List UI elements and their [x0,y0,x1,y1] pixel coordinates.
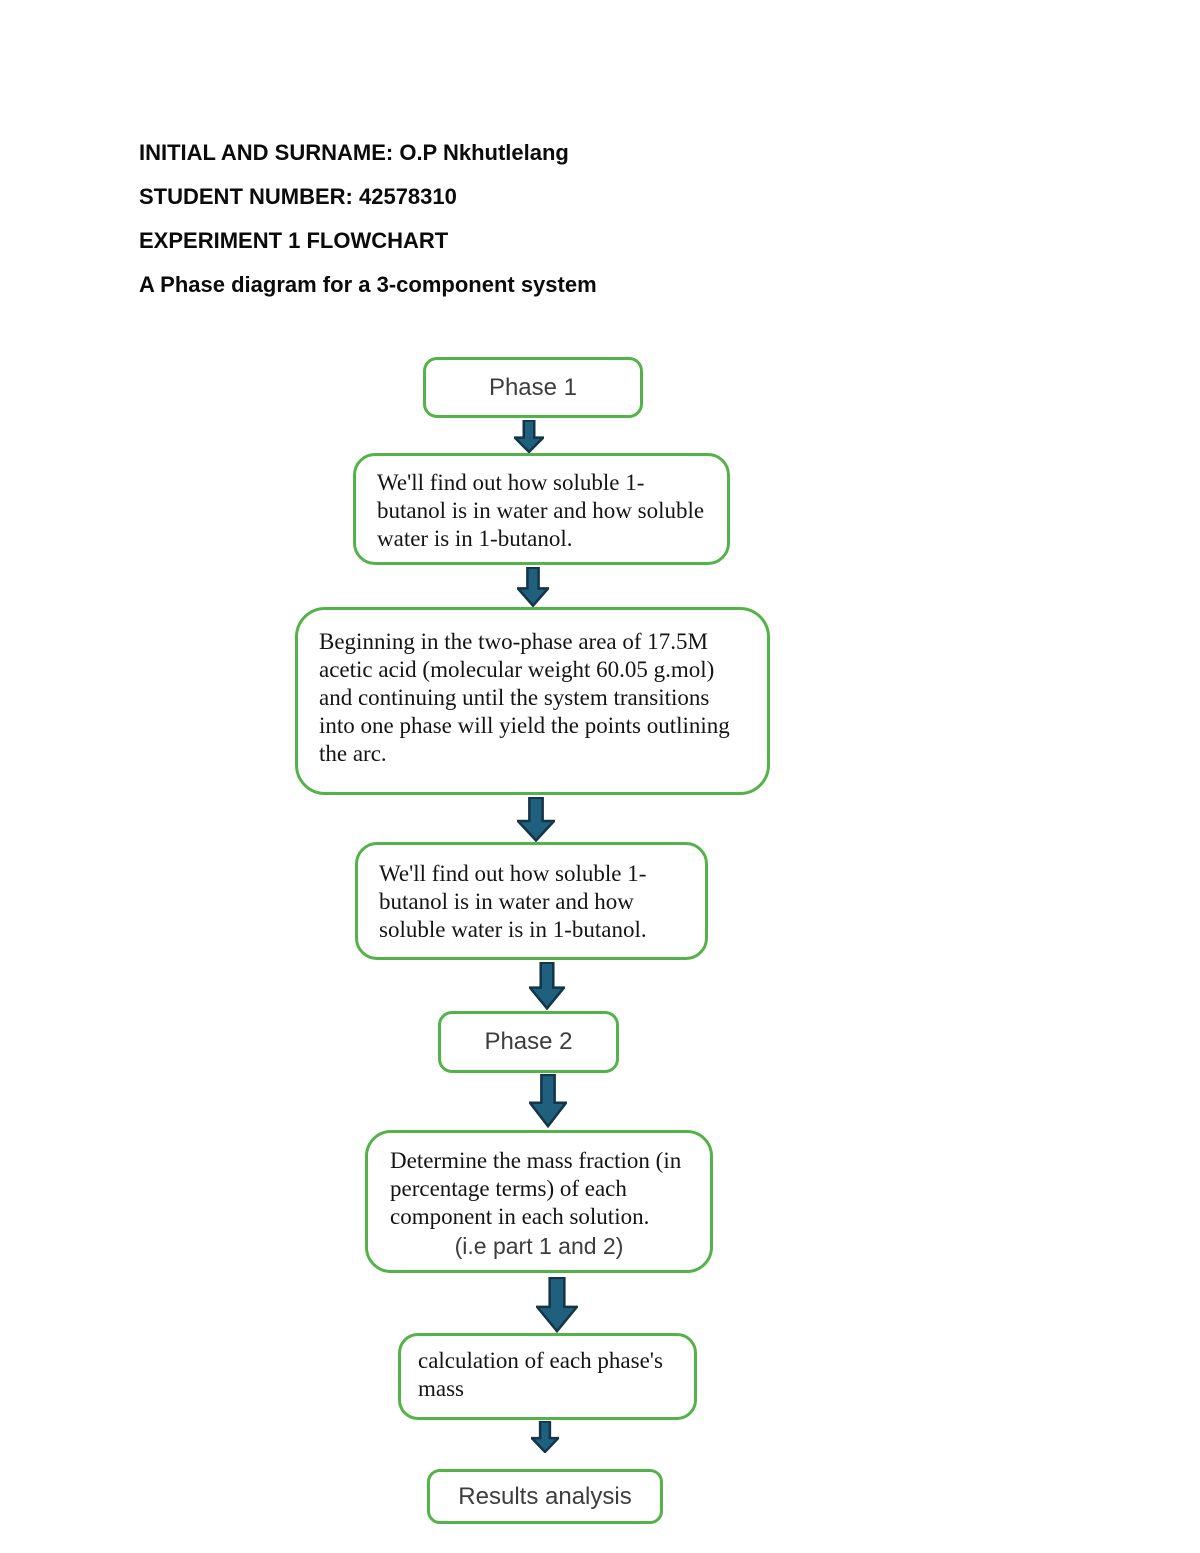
flow-node-label: We'll find out how soluble 1-butanol is … [377,470,705,551]
flow-node-two-phase-procedure: Beginning in the two-phase area of 17.5M… [295,607,770,795]
flow-node-label: Beginning in the two-phase area of 17.5M… [319,629,730,766]
flow-node-solubility-2: We'll find out how soluble 1-butanol is … [355,842,708,960]
down-arrow-icon [529,1074,567,1128]
header-experiment-title: EXPERIMENT 1 FLOWCHART [139,228,449,253]
flow-node-phase-2: Phase 2 [438,1011,619,1073]
down-arrow-icon [514,420,544,453]
down-arrow-icon [536,1277,578,1333]
flow-node-label: Results analysis [458,1482,632,1510]
down-arrow-icon [531,1421,559,1453]
header-diagram-title: A Phase diagram for a 3-component system [139,272,597,297]
header-initial-surname: INITIAL AND SURNAME: O.P Nkhutlelang [139,140,569,165]
flow-node-label: Phase 2 [484,1028,573,1055]
down-arrow-icon [517,567,549,607]
header-student-number: STUDENT NUMBER: 42578310 [139,184,457,209]
flow-node-sublabel: (i.e part 1 and 2) [454,1233,624,1259]
down-arrow-icon [529,962,565,1010]
flow-node-solubility-1: We'll find out how soluble 1-butanol is … [353,453,730,565]
down-arrow-icon [517,797,555,842]
flow-node-mass-fraction: Determine the mass fraction (in percenta… [365,1130,713,1273]
flow-node-label: Phase 1 [488,373,578,401]
flow-node-phase-mass-calculation: calculation of each phase's mass [398,1333,697,1420]
flow-node-label: Determine the mass fraction (in percenta… [390,1148,682,1229]
flow-node-phase-1: Phase 1 [423,357,643,418]
flow-node-label: We'll find out how soluble 1-butanol is … [379,861,647,942]
flow-node-label: calculation of each phase's mass [418,1348,663,1401]
document-header: INITIAL AND SURNAME: O.P Nkhutlelang STU… [139,141,597,317]
flow-node-results-analysis: Results analysis [427,1469,663,1524]
